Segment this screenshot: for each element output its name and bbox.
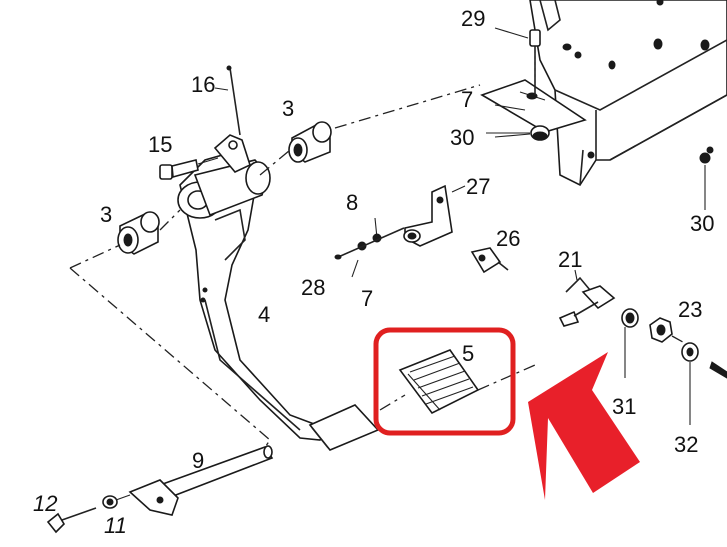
part-31-nut: [621, 308, 639, 378]
part-8-spring: [335, 217, 405, 259]
callout-30-upper: 30: [450, 125, 474, 150]
part-32-washer: [681, 342, 699, 425]
part-15-bolt: [159, 157, 219, 180]
part-29-bolt: [529, 29, 541, 95]
part-30-nut-upper: [486, 125, 550, 141]
part-23-nut: [649, 317, 691, 347]
part-9-pivot-shaft: [128, 445, 274, 516]
part-7-plate: [480, 79, 587, 133]
callout-9: 9: [192, 448, 204, 473]
callout-3-left: 3: [100, 202, 112, 227]
callout-29: 29: [461, 6, 485, 31]
part-28-screw: [334, 254, 342, 260]
callout-7-upper: 7: [461, 87, 473, 112]
callout-16: 16: [191, 72, 215, 97]
part-12-bolt: [46, 494, 131, 534]
callout-28: 28: [301, 275, 325, 300]
callout-31: 31: [612, 394, 636, 419]
callout-3-right: 3: [282, 96, 294, 121]
part-5-rubber-pad: [398, 349, 480, 415]
pedal-arm: [177, 134, 332, 441]
callout-23: 23: [678, 297, 702, 322]
part-3-bushing-left: [117, 211, 160, 255]
callout-12: 12: [33, 491, 57, 516]
part-16-pin: [226, 65, 241, 136]
callout-27: 27: [466, 174, 490, 199]
callout-4: 4: [258, 302, 270, 327]
pedal-pad: [308, 404, 380, 451]
part-26-switch: [470, 247, 509, 274]
callout-5: 5: [462, 341, 474, 366]
callout-32: 32: [674, 432, 698, 457]
callout-labels: 29 16 3 15 7 30 3 8 27 30 26 28 7 21 4 2…: [33, 6, 714, 538]
callout-15: 15: [148, 132, 172, 157]
highlight-box: [373, 327, 516, 436]
red-arrow: [528, 352, 640, 500]
callout-7-lower: 7: [361, 286, 373, 311]
callout-30-lower: 30: [690, 211, 714, 236]
callout-8: 8: [346, 190, 358, 215]
part-27-bracket: [403, 184, 453, 247]
callout-26: 26: [496, 226, 520, 251]
callout-11: 11: [104, 513, 127, 538]
part-11-washer: [102, 495, 118, 509]
leader-lines: [214, 27, 578, 281]
mounting-bracket: [529, 0, 727, 187]
callout-21: 21: [558, 247, 582, 272]
part-21-rod-end: [558, 276, 616, 327]
right-edge-bolt: [709, 361, 727, 379]
part-3-bushing-right: [288, 121, 332, 163]
